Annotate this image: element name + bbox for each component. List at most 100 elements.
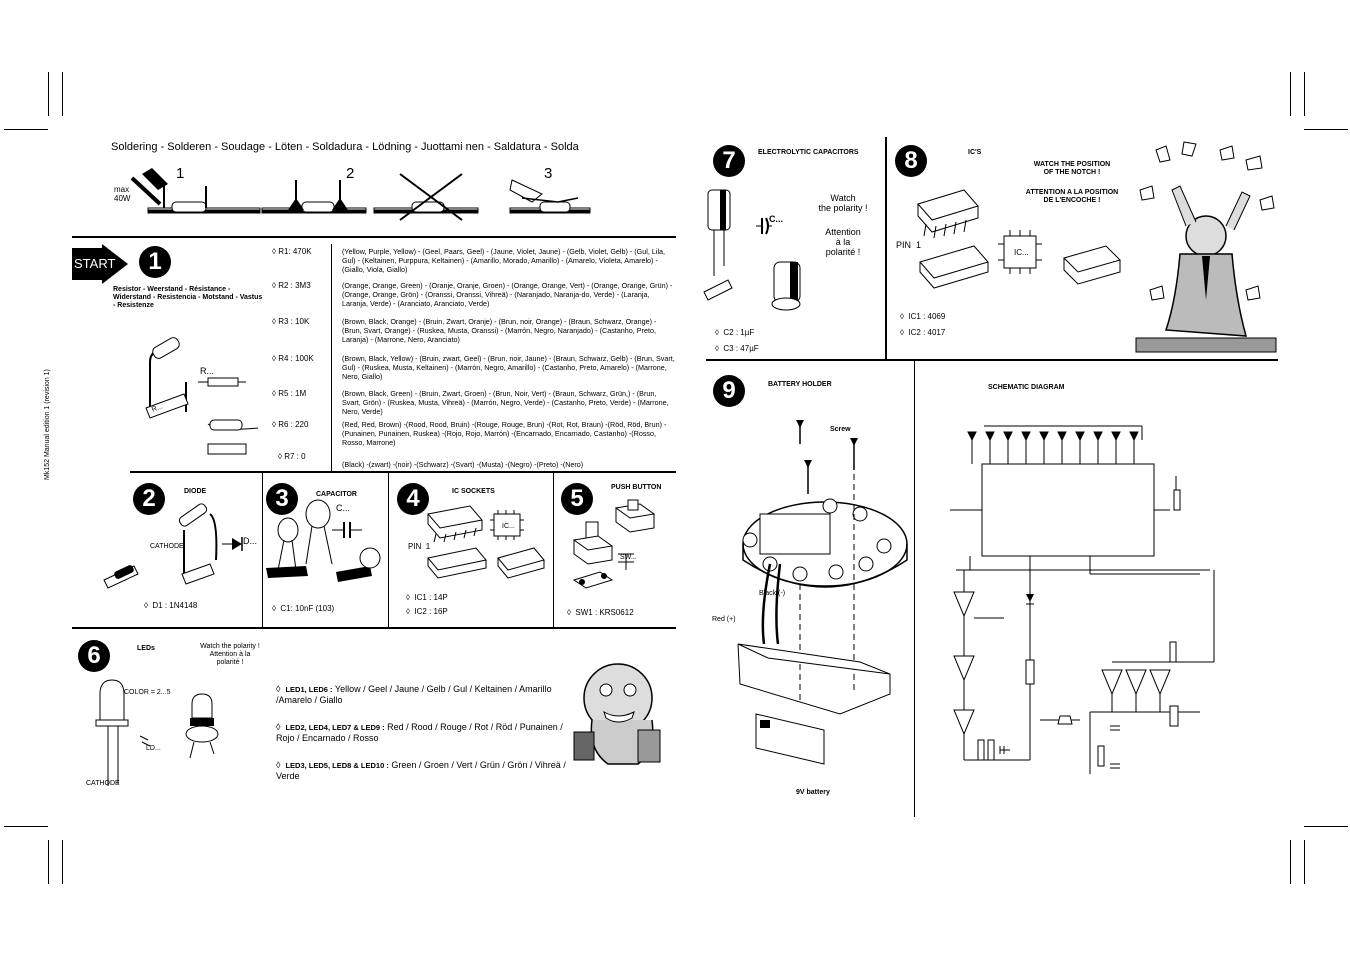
electrolytic-attention-note: Attention à la polarité ! <box>825 227 861 257</box>
crop-mark <box>1290 72 1291 116</box>
led-item-1: ◊ LED1, LED6 : Yellow / Geel / Jaune / G… <box>276 684 552 705</box>
crop-mark <box>1304 840 1305 884</box>
start-label: START <box>74 256 116 271</box>
divider <box>331 244 332 472</box>
led-color-label: COLOR = 2...5 <box>124 689 171 696</box>
schematic-title: SCHEMATIC DIAGRAM <box>988 384 1065 391</box>
celebrating-man-illustration <box>1135 141 1277 353</box>
crop-mark <box>1290 840 1291 884</box>
soldering-title: Soldering - Solderen - Soudage - Löten -… <box>111 141 579 153</box>
crop-mark <box>62 72 63 116</box>
diamond-icon: ◊ <box>900 312 904 321</box>
step-6-title: LEDs <box>137 645 155 652</box>
divider <box>72 236 676 238</box>
step-5-title: PUSH BUTTON <box>611 484 662 491</box>
start-arrow <box>72 244 128 284</box>
crop-mark <box>1304 129 1348 130</box>
step-4-number: 4 <box>397 483 429 515</box>
battery-black-label: Black (-) <box>759 590 786 597</box>
led-illustration <box>95 679 219 786</box>
divider <box>262 471 263 627</box>
step-5-number: 5 <box>561 483 593 515</box>
step-2-number: 2 <box>133 483 165 515</box>
step-8-part-2: ◊ IC2 : 4017 <box>900 328 946 337</box>
step-4-part-2: ◊ IC2 : 16P <box>406 607 448 616</box>
soldering-illustrations <box>130 168 591 221</box>
divider <box>706 359 1278 361</box>
step-7-part-2: ◊ C3 : 47µF <box>715 344 759 353</box>
step-8-part-1: ◊ IC1 : 4069 <box>900 312 946 321</box>
ic-illustration <box>917 189 1121 289</box>
diamond-icon: ◊ <box>272 354 276 363</box>
step-3-title: CAPACITOR <box>316 491 357 498</box>
ic-pin-label: PIN 1 <box>896 240 922 250</box>
step-1-number: 1 <box>139 246 171 278</box>
diamond-icon: ◊ <box>272 604 276 613</box>
step-2-part: ◊ D1 : 1N4148 <box>144 601 198 610</box>
diamond-icon: ◊ <box>406 607 410 616</box>
led-item-3: ◊ LED3, LED5, LED8 & LED10 : Green / Gro… <box>276 760 566 781</box>
resistor-illustration <box>145 337 259 455</box>
ic-socket-pin-label: PIN 1 <box>408 542 431 551</box>
ic-socket-ic-label: IC... <box>502 523 515 530</box>
diamond-icon: ◊ <box>276 760 281 770</box>
diamond-icon: ◊ <box>900 328 904 337</box>
battery-9v-label: 9V battery <box>796 789 830 796</box>
step-3-number: 3 <box>266 483 298 515</box>
led-ld-label: LD... <box>146 745 161 752</box>
step-8-number: 8 <box>895 145 927 177</box>
soldering-step-3: 3 <box>544 165 553 182</box>
ic-notch-note-en: WATCH THE POSITION OF THE NOTCH ! <box>1033 161 1111 176</box>
soldering-step-1: 1 <box>176 165 185 182</box>
step-7-title: ELECTROLYTIC CAPACITORS <box>758 149 859 156</box>
crop-mark <box>48 840 49 884</box>
diamond-icon: ◊ <box>567 608 571 617</box>
step-8-title: IC'S <box>968 149 982 156</box>
diamond-icon: ◊ <box>272 389 276 398</box>
step-5-part: ◊ SW1 : KRS0612 <box>567 608 634 617</box>
mascot-illustration <box>573 663 661 765</box>
schematic-diagram <box>950 425 1215 774</box>
ic-socket-illustration <box>427 505 545 579</box>
electrolytic-c-label: C... <box>769 214 784 224</box>
divider <box>914 361 915 817</box>
crop-mark <box>62 840 63 884</box>
led-cathode-label: CATHODE <box>86 780 120 787</box>
battery-red-label: Red (+) <box>712 616 736 623</box>
diode-d-label: D... <box>243 536 258 546</box>
led-item-2: ◊ LED2, LED4, LED7 & LED9 : Red / Rood /… <box>276 722 563 743</box>
diode-illustration <box>103 503 243 589</box>
step-2-title: DIODE <box>184 488 207 495</box>
push-button-illustration <box>572 499 656 589</box>
diamond-icon: ◊ <box>144 601 148 610</box>
step-9-number: 9 <box>713 375 745 407</box>
crop-mark <box>4 826 48 827</box>
step-9-title: BATTERY HOLDER <box>768 381 832 388</box>
crop-mark <box>4 129 48 130</box>
capacitor-c-label: C... <box>336 503 351 513</box>
diamond-icon: ◊ <box>276 684 281 694</box>
push-button-sw-label: SW... <box>620 554 637 561</box>
electrolytic-capacitor-illustration <box>703 189 801 311</box>
divider <box>885 137 887 360</box>
diamond-icon: ◊ <box>272 247 276 256</box>
step-7-number: 7 <box>713 145 745 177</box>
diode-cathode-label: CATHODE <box>150 543 184 550</box>
step-4-title: IC SOCKETS <box>452 488 495 495</box>
crop-mark <box>1304 826 1348 827</box>
diamond-icon: ◊ <box>278 452 282 461</box>
diamond-icon: ◊ <box>715 328 719 337</box>
divider <box>72 627 676 629</box>
step-4-part-1: ◊ IC1 : 14P <box>406 593 448 602</box>
battery-holder-illustration <box>737 420 908 765</box>
step-1-title: Resistor - Weerstand - Résistance - Wide… <box>113 286 263 309</box>
divider <box>553 471 554 627</box>
resistor-r-label: R... <box>200 366 215 376</box>
soldering-step-2: 2 <box>346 165 355 182</box>
led-polarity-note: Watch the polarity ! Attention à la pola… <box>200 643 260 666</box>
battery-screw-label: Screw <box>830 426 851 433</box>
step-7-part-1: ◊ C2 : 1µF <box>715 328 755 337</box>
ic-ic-label: IC... <box>1014 248 1029 257</box>
side-edition-text: Mk152 Manual edition 1 (revision 1) <box>44 369 51 480</box>
diamond-icon: ◊ <box>406 593 410 602</box>
